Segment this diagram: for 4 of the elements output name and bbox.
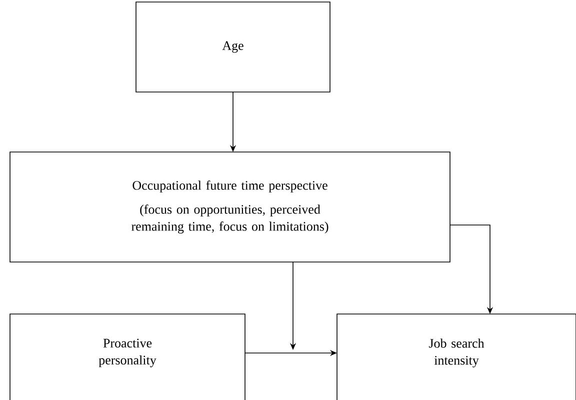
box: Job search intensity [336,314,576,400]
box: Proactive personality [10,314,246,400]
box: Age [136,2,330,92]
box: Occupational future time perspective (focus on opportunities, perceived remaining time, focus on limitations) [10,152,450,262]
